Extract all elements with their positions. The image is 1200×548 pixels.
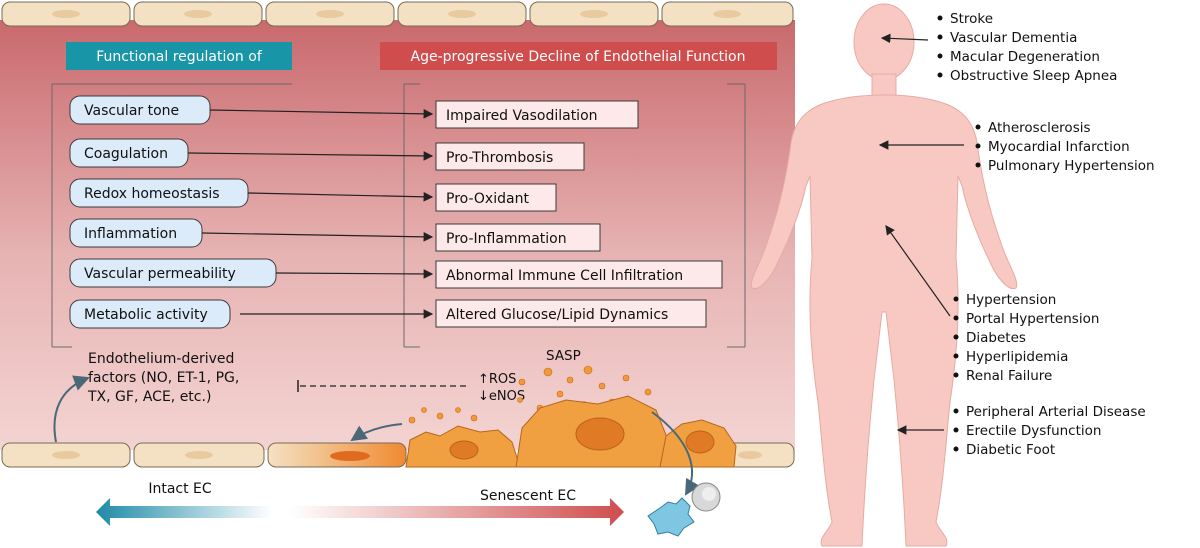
top-endothelial-layer: [1, 1, 794, 27]
disease-item: Atherosclerosis: [988, 120, 1091, 136]
disease-list-head: Stroke Vascular Dementia Macular Degener…: [937, 11, 1117, 84]
function-to-decline-arrows: [187, 109, 434, 319]
header-right-bg: [380, 42, 777, 70]
decline-box: [435, 100, 639, 129]
intact-ec-label: Intact EC: [148, 481, 212, 497]
decline-box: [435, 183, 557, 212]
disease-item: Myocardial Infarction: [988, 139, 1130, 155]
factors-line3: TX, GF, ACE, etc.): [87, 389, 211, 405]
decline-label: Altered Glucose/Lipid Dynamics: [446, 307, 668, 323]
disease-arrows: [878, 33, 964, 435]
macrophage-icon: [647, 497, 695, 537]
function-label: Coagulation: [84, 146, 168, 162]
header-left-bg: [66, 42, 292, 70]
disease-item: Hypertension: [966, 292, 1056, 308]
senescent-ec-arrow: [290, 498, 624, 526]
disease-list-chest: Atherosclerosis Myocardial Infarction Pu…: [975, 120, 1155, 174]
function-label: Vascular tone: [84, 103, 179, 119]
factors-line1: Endothelium-derived: [88, 351, 234, 367]
disease-item: Portal Hypertension: [966, 311, 1099, 327]
function-label: Metabolic activity: [84, 307, 208, 323]
decline-label: Impaired Vasodilation: [446, 108, 598, 124]
disease-item: Macular Degeneration: [950, 49, 1100, 65]
right-bracket: [403, 83, 746, 348]
header-right: Age-progressive Decline of Endothelial F…: [411, 49, 746, 65]
decline-label: Abnormal Immune Cell Infiltration: [446, 268, 683, 284]
decline-label: Pro-Inflammation: [446, 231, 567, 247]
ros-label: ↑ROS: [478, 372, 516, 387]
function-label: Inflammation: [84, 226, 177, 242]
disease-item: Erectile Dysfunction: [966, 423, 1101, 439]
factors-curve-arrow: [53, 375, 90, 443]
function-list: Vascular tone Coagulation Redox homeosta…: [69, 95, 277, 329]
decline-label: Pro-Thrombosis: [446, 150, 553, 166]
disease-item: Diabetes: [966, 330, 1026, 346]
disease-item: Stroke: [950, 11, 993, 27]
sasp-to-cell-arrow: [350, 423, 403, 442]
human-body-figure: [750, 3, 1018, 547]
decline-box: [435, 142, 585, 171]
function-label: Vascular permeability: [84, 266, 236, 282]
factors-line2: factors (NO, ET-1, PG,: [88, 370, 239, 386]
decline-list: Impaired Vasodilation Pro-Thrombosis Pro…: [435, 100, 723, 328]
intact-ec-arrow: [96, 498, 272, 526]
disease-item: Peripheral Arterial Disease: [966, 404, 1146, 420]
disease-item: Hyperlipidemia: [966, 349, 1068, 365]
disease-list-leg: Peripheral Arterial Disease Erectile Dys…: [953, 404, 1146, 458]
decline-box: [435, 299, 707, 328]
function-box: [69, 299, 231, 329]
disease-item: Vascular Dementia: [950, 30, 1077, 46]
function-label: Redox homeostasis: [84, 186, 220, 202]
senescent-cells: [405, 395, 737, 468]
disease-item: Renal Failure: [966, 368, 1052, 384]
header-left: Functional regulation of: [96, 49, 263, 65]
decline-box: [435, 260, 723, 289]
sasp-label: SASP: [546, 348, 581, 364]
disease-item: Pulmonary Hypertension: [988, 158, 1155, 174]
senescent-ec-label: Senescent EC: [480, 488, 576, 504]
decline-label: Pro-Oxidant: [446, 191, 529, 207]
disease-list-abdomen: Hypertension Portal Hypertension Diabete…: [953, 292, 1099, 384]
bottom-endothelial-layer: [1, 442, 795, 468]
enos-label: ↓eNOS: [478, 389, 525, 404]
immune-infiltration-arrow: [651, 411, 700, 496]
disease-item: Obstructive Sleep Apnea: [950, 68, 1117, 84]
disease-item: Diabetic Foot: [966, 442, 1055, 458]
left-bracket: [51, 83, 292, 348]
decline-box: [435, 223, 601, 252]
